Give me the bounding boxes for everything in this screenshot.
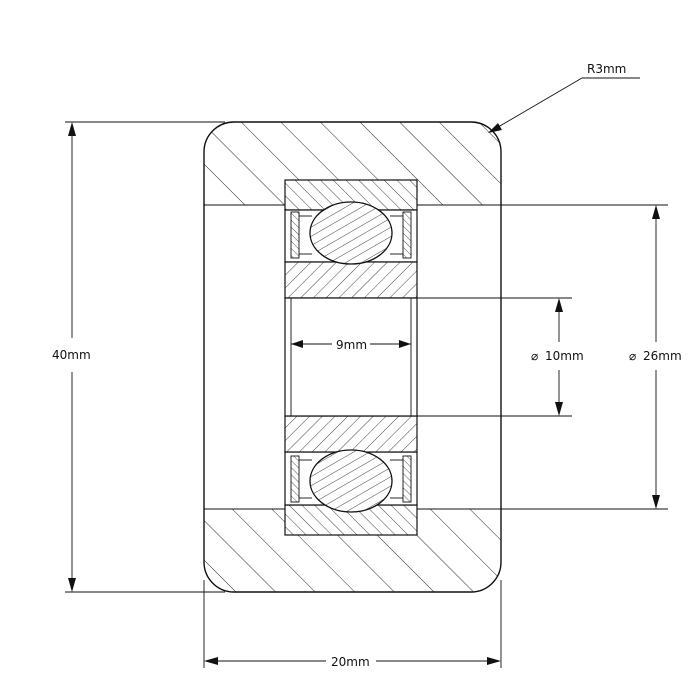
outer-diameter-symbol: ⌀ — [629, 349, 636, 363]
ball-bottom — [309, 449, 393, 513]
overall-width-label: 20mm — [331, 655, 370, 669]
bore-diameter-symbol: ⌀ — [531, 349, 538, 363]
overall-height-label: 40mm — [52, 348, 91, 362]
bore-diameter-label: 10mm — [545, 349, 584, 363]
cage-top — [290, 211, 412, 259]
bearing-section — [284, 179, 418, 536]
dimension-overall-width: 20mm — [203, 580, 502, 669]
ball-top — [309, 201, 393, 265]
dimension-corner-radius: R3mm — [488, 62, 640, 133]
dimension-bore-diameter: ⌀ 10mm — [417, 297, 584, 417]
tyre-outline — [203, 121, 502, 593]
dimension-outer-diameter: ⌀ 26mm — [501, 204, 682, 510]
dimension-overall-height: 40mm — [52, 121, 225, 593]
outer-diameter-label: 26mm — [643, 349, 682, 363]
bore — [284, 297, 418, 417]
cage-bottom — [290, 455, 412, 503]
inner-ring-top — [284, 261, 418, 299]
inner-ring-bottom — [284, 415, 418, 453]
bore-width-label: 9mm — [336, 338, 367, 352]
dimension-bore-width: 9mm — [291, 338, 411, 352]
corner-radius-label: R3mm — [587, 62, 626, 76]
